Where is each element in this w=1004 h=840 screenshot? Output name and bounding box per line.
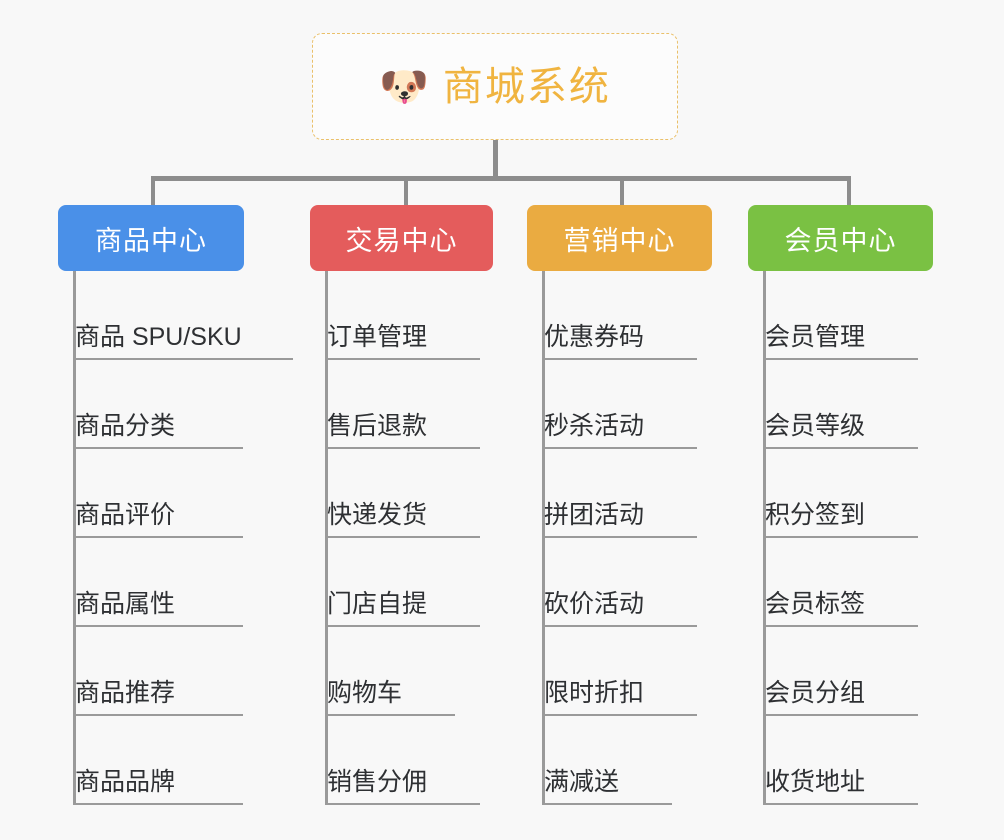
leaf-item-label: 商品推荐 — [75, 679, 176, 707]
leaf-item[interactable]: 积分签到 — [763, 449, 918, 538]
leaf-item[interactable]: 会员管理 — [763, 271, 918, 360]
leaf-item[interactable]: 购物车 — [325, 627, 455, 716]
leaf-item[interactable]: 拼团活动 — [542, 449, 697, 538]
leaf-item-label: 限时折扣 — [544, 679, 645, 707]
leaf-item[interactable]: 限时折扣 — [542, 627, 697, 716]
leaf-item-label: 砍价活动 — [544, 590, 645, 618]
leaf-item[interactable]: 会员标签 — [763, 538, 918, 627]
leaf-item[interactable]: 售后退款 — [325, 360, 480, 449]
leaf-item-label: 商品属性 — [75, 590, 176, 618]
column-trunk-line — [73, 271, 76, 805]
column-trunk-line — [542, 271, 545, 805]
leaf-item[interactable]: 商品 SPU/SKU — [73, 271, 293, 360]
leaf-item[interactable]: 收货地址 — [763, 716, 918, 805]
leaf-item[interactable]: 商品属性 — [73, 538, 243, 627]
category-header-label: 交易中心 — [345, 225, 458, 256]
leaf-item[interactable]: 商品分类 — [73, 360, 243, 449]
column-trunk-line — [325, 271, 328, 805]
category-header-label: 商品中心 — [95, 225, 207, 256]
category-header-member-center[interactable]: 会员中心 — [748, 205, 933, 271]
leaf-item-label: 门店自提 — [327, 590, 428, 618]
leaf-item[interactable]: 快递发货 — [325, 449, 480, 538]
leaf-item[interactable]: 订单管理 — [325, 271, 480, 360]
leaf-item[interactable]: 满减送 — [542, 716, 672, 805]
leaf-item-label: 积分签到 — [765, 501, 866, 529]
leaf-item-label: 购物车 — [327, 679, 403, 707]
connector-root-stem — [493, 140, 498, 180]
category-header-label: 营销中心 — [563, 225, 676, 256]
leaf-item-label: 收货地址 — [765, 768, 866, 796]
connector-drop-trade-center — [404, 176, 408, 210]
leaf-item-label: 优惠券码 — [544, 323, 645, 351]
leaf-item-label: 销售分佣 — [327, 768, 428, 796]
category-header-product-center[interactable]: 商品中心 — [58, 205, 244, 271]
leaf-item-label: 订单管理 — [327, 323, 428, 351]
leaf-item-label: 秒杀活动 — [544, 412, 645, 440]
leaf-item-label: 拼团活动 — [544, 501, 645, 529]
leaf-item[interactable]: 门店自提 — [325, 538, 480, 627]
connector-horizontal-bus — [151, 176, 851, 181]
leaf-item-label: 会员管理 — [765, 323, 866, 351]
root-node-mall-system[interactable]: 🐶 商城系统 — [312, 33, 678, 140]
connector-drop-marketing-center — [620, 176, 624, 210]
leaf-item[interactable]: 商品品牌 — [73, 716, 243, 805]
category-header-trade-center[interactable]: 交易中心 — [310, 205, 493, 271]
leaf-item-label: 会员分组 — [765, 679, 866, 707]
column-trunk-line — [763, 271, 766, 805]
root-node-title: 商城系统 — [442, 64, 611, 109]
leaf-item-label: 商品 SPU/SKU — [75, 323, 242, 351]
leaf-item[interactable]: 砍价活动 — [542, 538, 697, 627]
leaf-item-label: 商品品牌 — [75, 768, 176, 796]
leaf-item[interactable]: 优惠券码 — [542, 271, 697, 360]
leaf-item[interactable]: 商品评价 — [73, 449, 243, 538]
leaf-item-label: 售后退款 — [327, 412, 428, 440]
connector-drop-product-center — [151, 176, 155, 210]
leaf-item[interactable]: 会员分组 — [763, 627, 918, 716]
shiba-dog-face-icon: 🐶 — [379, 64, 429, 109]
leaf-item[interactable]: 会员等级 — [763, 360, 918, 449]
leaf-item[interactable]: 销售分佣 — [325, 716, 480, 805]
leaf-item-label: 会员等级 — [765, 412, 866, 440]
category-header-marketing-center[interactable]: 营销中心 — [527, 205, 712, 271]
leaf-item-label: 快递发货 — [327, 501, 428, 529]
leaf-item[interactable]: 商品推荐 — [73, 627, 243, 716]
leaf-item-label: 满减送 — [544, 768, 620, 796]
category-header-label: 会员中心 — [784, 225, 897, 256]
connector-drop-member-center — [847, 176, 851, 210]
leaf-item-label: 会员标签 — [765, 590, 866, 618]
leaf-item[interactable]: 秒杀活动 — [542, 360, 697, 449]
leaf-item-label: 商品分类 — [75, 412, 176, 440]
leaf-item-label: 商品评价 — [75, 501, 176, 529]
